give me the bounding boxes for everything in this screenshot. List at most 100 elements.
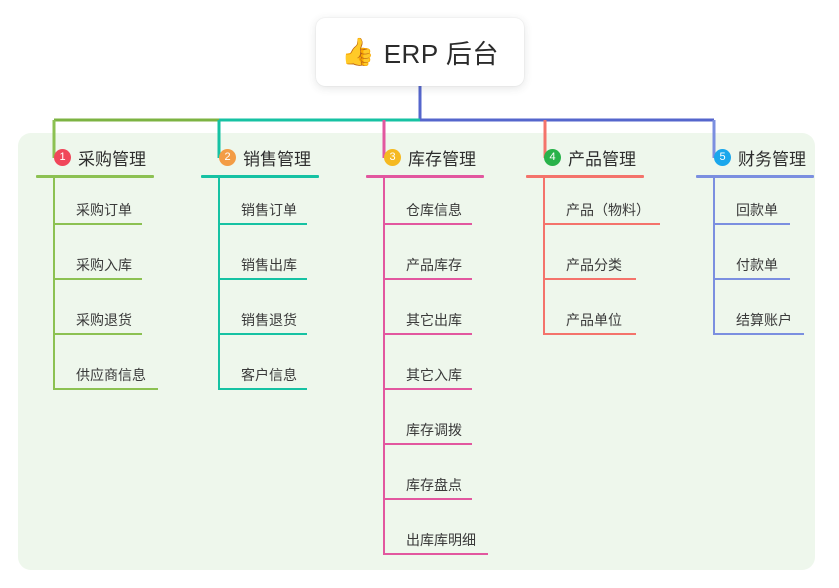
- leaf-item-underline: [544, 278, 636, 280]
- leaf-item[interactable]: 产品分类: [544, 233, 644, 288]
- leaf-item-underline: [219, 388, 307, 390]
- column-badge-icon: 1: [54, 148, 71, 166]
- column-badge-icon: 3: [384, 148, 401, 166]
- leaf-item[interactable]: 采购订单: [54, 178, 154, 233]
- leaf-item-underline: [714, 223, 790, 225]
- leaf-item[interactable]: 产品单位: [544, 288, 644, 343]
- leaf-item[interactable]: 回款单: [714, 178, 814, 233]
- leaf-item[interactable]: 供应商信息: [54, 343, 158, 398]
- leaf-item[interactable]: 产品库存: [384, 233, 484, 288]
- root-node-title: ERP 后台: [383, 38, 499, 69]
- column-underline: [201, 175, 319, 178]
- column-badge-icon: 5: [714, 148, 731, 166]
- leaf-item-underline: [384, 333, 472, 335]
- leaf-item-underline: [54, 223, 142, 225]
- leaf-item[interactable]: 销售退货: [219, 288, 319, 343]
- leaf-item-underline: [384, 498, 472, 500]
- leaf-item-underline: [384, 223, 472, 225]
- column-title: 库存管理: [408, 149, 476, 169]
- column-underline: [366, 175, 484, 178]
- leaf-item[interactable]: 销售出库: [219, 233, 319, 288]
- leaf-item-underline: [384, 278, 472, 280]
- column-销售管理: 2 销售管理销售订单销售出库销售退货客户信息: [201, 144, 319, 398]
- leaf-item-label: 仓库信息: [406, 202, 462, 218]
- leaf-item-label: 付款单: [736, 257, 778, 273]
- leaf-item-label: 库存盘点: [406, 477, 462, 493]
- leaf-item[interactable]: 其它入库: [384, 343, 484, 398]
- leaf-item[interactable]: 客户信息: [219, 343, 319, 398]
- leaf-item-underline: [54, 278, 142, 280]
- branch-rail: [53, 178, 55, 390]
- branch-rail: [543, 178, 545, 335]
- leaf-item[interactable]: 产品（物料）: [544, 178, 660, 233]
- leaf-item-label: 产品库存: [406, 257, 462, 273]
- leaf-item-label: 客户信息: [241, 367, 297, 383]
- column-title: 销售管理: [243, 149, 311, 169]
- leaf-item[interactable]: 其它出库: [384, 288, 484, 343]
- column-underline: [696, 175, 814, 178]
- leaf-item-label: 采购订单: [76, 202, 132, 218]
- leaf-list: 采购订单采购入库采购退货供应商信息: [36, 178, 158, 398]
- leaf-item-underline: [219, 278, 307, 280]
- leaf-item[interactable]: 出库库明细: [384, 508, 488, 563]
- leaf-item-label: 采购退货: [76, 312, 132, 328]
- leaf-item-underline: [714, 333, 804, 335]
- column-财务管理: 5 财务管理回款单付款单结算账户: [696, 144, 814, 343]
- leaf-item-label: 采购入库: [76, 257, 132, 273]
- leaf-list: 产品（物料） 产品分类产品单位: [526, 178, 660, 343]
- leaf-item-label: 销售退货: [241, 312, 297, 328]
- leaf-item-underline: [544, 223, 660, 225]
- column-header-5[interactable]: 5 财务管理: [696, 144, 814, 170]
- leaf-item-underline: [714, 278, 790, 280]
- leaf-item-underline: [384, 388, 472, 390]
- root-node-card[interactable]: 👍 ERP 后台: [316, 18, 524, 86]
- leaf-list: 销售订单销售出库销售退货客户信息: [201, 178, 319, 398]
- leaf-item-label: 出库库明细: [406, 532, 476, 548]
- leaf-item[interactable]: 结算账户: [714, 288, 814, 343]
- leaf-item-label: 结算账户: [736, 312, 792, 328]
- leaf-item-label: 回款单: [736, 202, 778, 218]
- column-header-1[interactable]: 1 采购管理: [36, 144, 154, 170]
- branch-rail: [713, 178, 715, 335]
- column-underline: [36, 175, 154, 178]
- leaf-item-label: 其它入库: [406, 367, 462, 383]
- column-采购管理: 1 采购管理采购订单采购入库采购退货供应商信息: [36, 144, 158, 398]
- leaf-item-underline: [219, 333, 307, 335]
- column-title: 采购管理: [78, 149, 146, 169]
- leaf-item-label: 产品分类: [566, 257, 622, 273]
- leaf-item[interactable]: 仓库信息: [384, 178, 484, 233]
- leaf-list: 仓库信息产品库存其它出库其它入库库存调拨库存盘点出库库明细: [366, 178, 488, 563]
- leaf-item-label: 销售订单: [241, 202, 297, 218]
- column-header-3[interactable]: 3 库存管理: [366, 144, 484, 170]
- leaf-item-label: 库存调拨: [406, 422, 462, 438]
- leaf-item-underline: [384, 443, 472, 445]
- column-header-2[interactable]: 2 销售管理: [201, 144, 319, 170]
- leaf-item-underline: [54, 388, 158, 390]
- leaf-item-label: 产品单位: [566, 312, 622, 328]
- mindmap-panel-background: [18, 133, 815, 570]
- leaf-item[interactable]: 采购退货: [54, 288, 154, 343]
- leaf-item-label: 其它出库: [406, 312, 462, 328]
- thumbs-up-icon: 👍: [341, 36, 375, 68]
- leaf-item[interactable]: 库存盘点: [384, 453, 484, 508]
- leaf-item-underline: [54, 333, 142, 335]
- branch-rail: [218, 178, 220, 390]
- leaf-item[interactable]: 付款单: [714, 233, 814, 288]
- branch-rail: [383, 178, 385, 555]
- column-title: 财务管理: [738, 149, 806, 169]
- leaf-item[interactable]: 采购入库: [54, 233, 154, 288]
- leaf-item-label: 供应商信息: [76, 367, 146, 383]
- leaf-item[interactable]: 销售订单: [219, 178, 319, 233]
- column-badge-icon: 4: [544, 148, 561, 166]
- leaf-list: 回款单付款单结算账户: [696, 178, 814, 343]
- leaf-item[interactable]: 库存调拨: [384, 398, 484, 453]
- column-badge-icon: 2: [219, 148, 236, 166]
- root-node-content: 👍 ERP 后台: [341, 34, 499, 71]
- leaf-item-label: 销售出库: [241, 257, 297, 273]
- leaf-item-underline: [384, 553, 488, 555]
- leaf-item-underline: [544, 333, 636, 335]
- column-underline: [526, 175, 644, 178]
